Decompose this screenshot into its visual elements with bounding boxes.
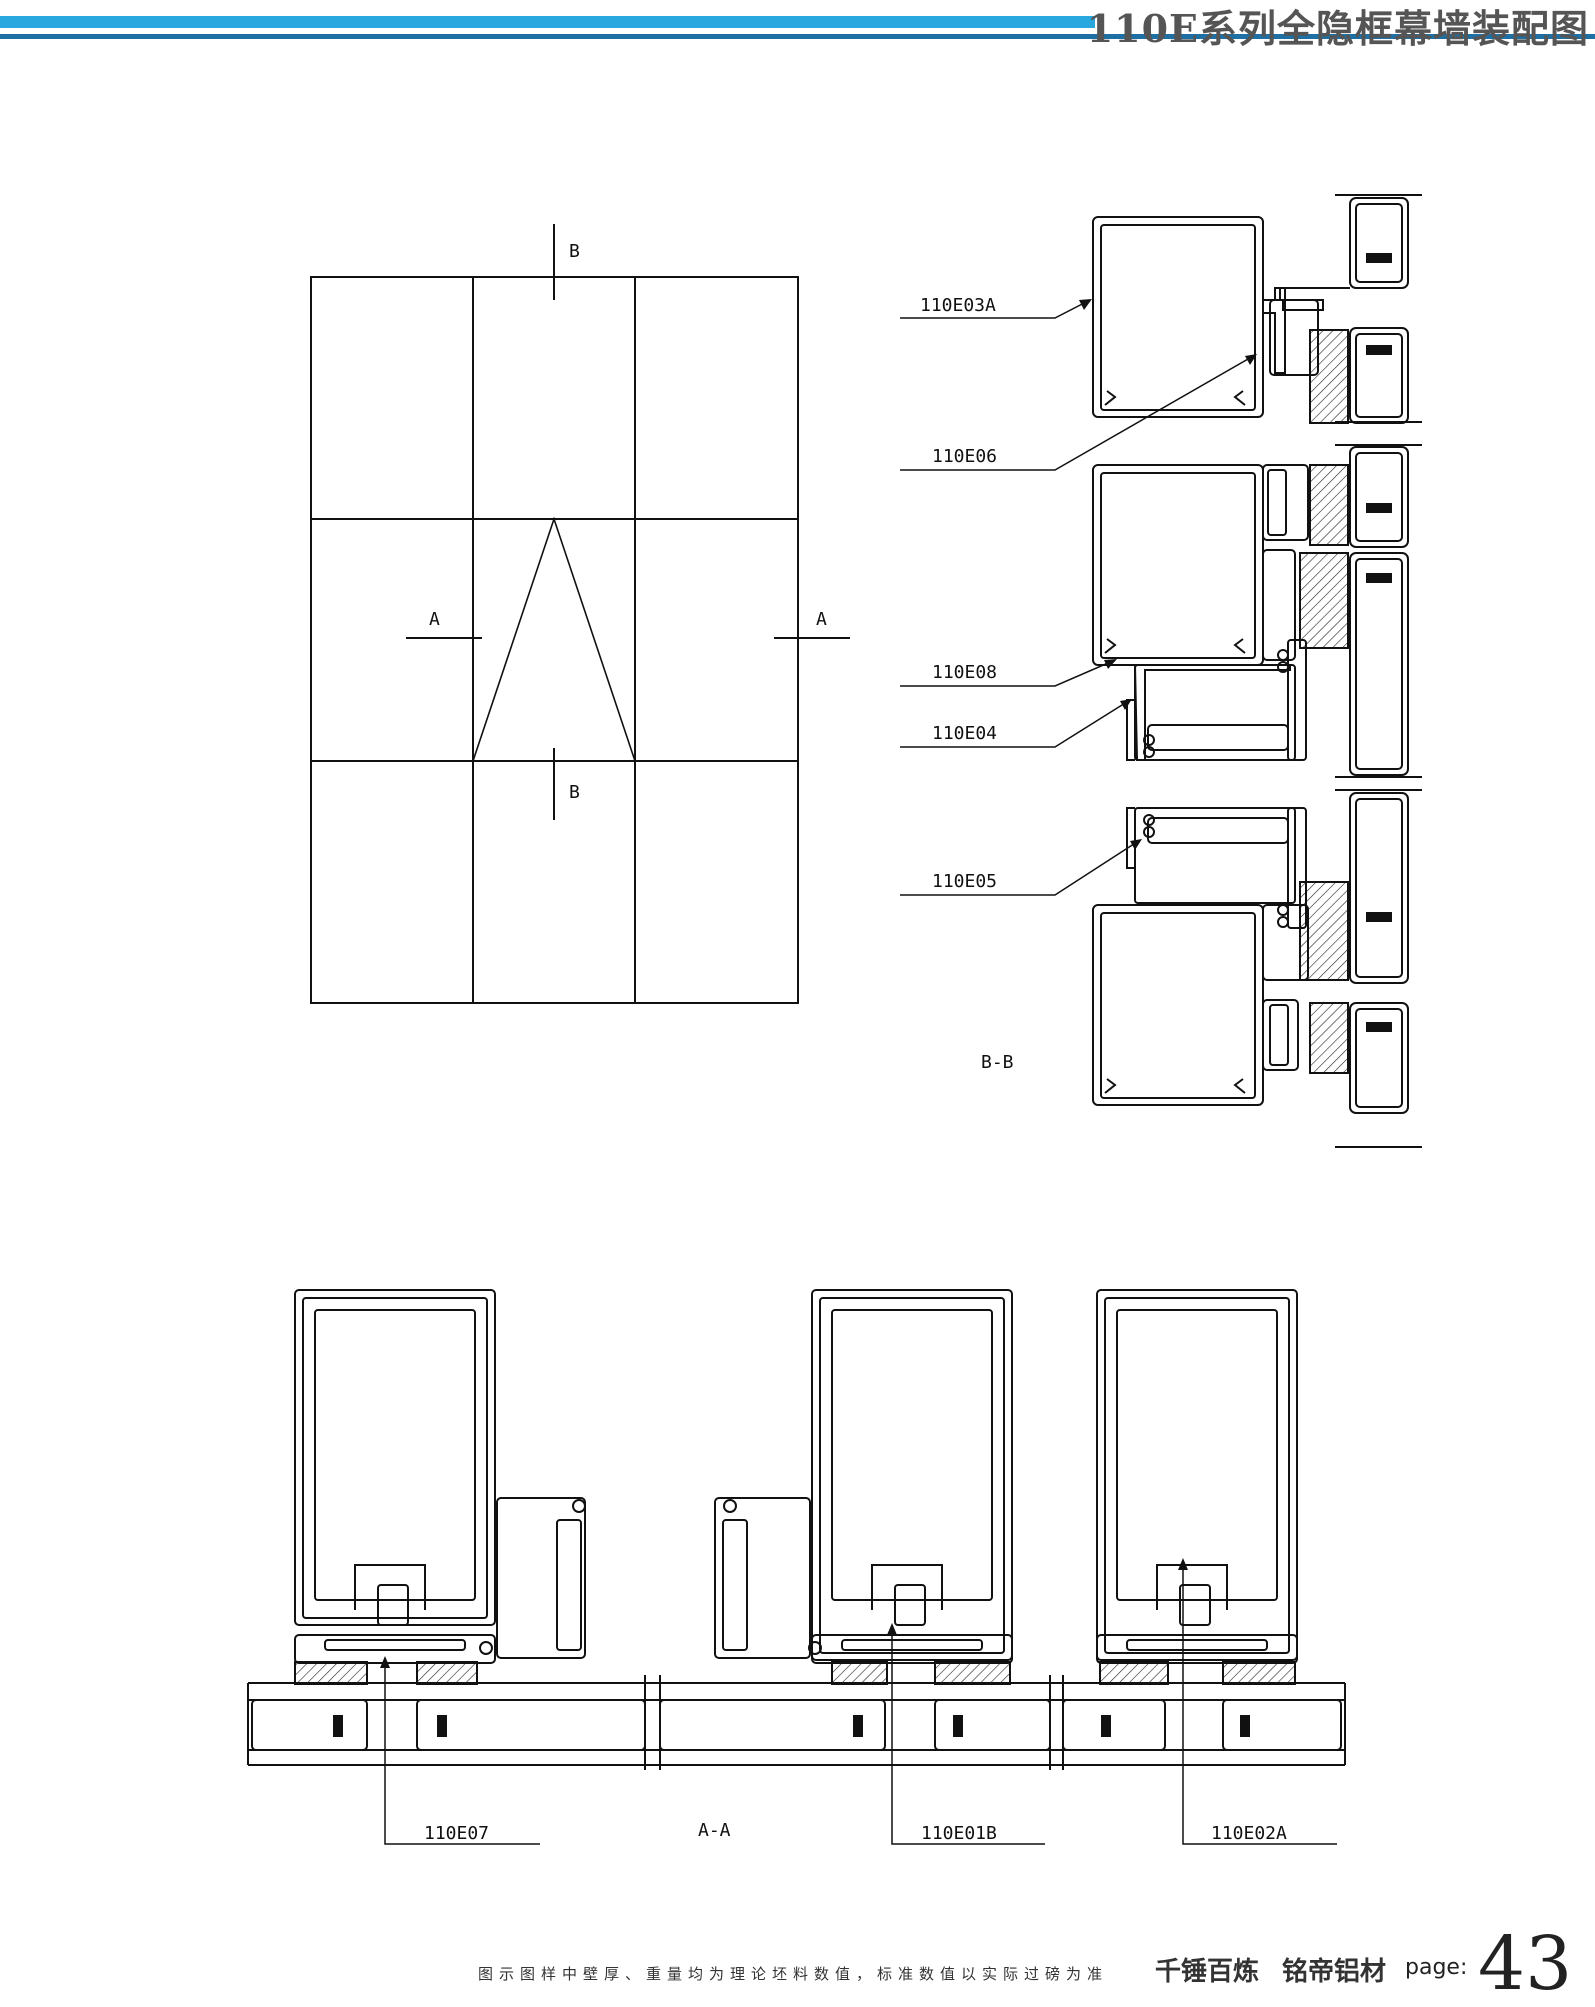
footer-brand: 铭帝铝材 bbox=[1282, 1957, 1387, 1987]
silicone-block-5 bbox=[1309, 1002, 1349, 1074]
callout-110E02A: 110E02A bbox=[1211, 1823, 1287, 1844]
mullion-110E07 bbox=[294, 1289, 586, 1664]
aa-block-5 bbox=[1099, 1661, 1169, 1685]
callout-110E01B: 110E01B bbox=[921, 1823, 997, 1844]
glass-panel-top bbox=[1335, 194, 1422, 424]
section-mark-a-left: A bbox=[429, 609, 440, 630]
section-mark-b-bottom: B bbox=[569, 782, 580, 803]
mullion-110E01B bbox=[714, 1289, 1013, 1664]
aa-block-4 bbox=[934, 1661, 1011, 1685]
callout-110E04: 110E04 bbox=[932, 723, 997, 744]
section-aa-label: A-A bbox=[698, 1820, 731, 1841]
callout-110E03A: 110E03A bbox=[920, 295, 996, 316]
vent-opening-symbol bbox=[472, 516, 636, 762]
section-bb bbox=[900, 194, 1422, 1148]
aa-block-6 bbox=[1222, 1661, 1296, 1685]
footer-disclaimer: 图示图样中壁厚、重量均为理论坯料数值，标准数值以实际过磅为准 bbox=[478, 1965, 1109, 1983]
callout-110E07: 110E07 bbox=[424, 1823, 489, 1844]
page-title: 110E系列全隐框幕墙装配图 bbox=[1086, 6, 1589, 51]
aa-block-2 bbox=[416, 1661, 478, 1685]
leaders-aa bbox=[384, 1565, 1337, 1845]
transom-110E03A bbox=[1092, 216, 1350, 418]
section-aa bbox=[247, 1289, 1346, 1845]
callout-110E06: 110E06 bbox=[932, 446, 997, 467]
footer-slogan: 千锤百炼 bbox=[1155, 1957, 1260, 1987]
silicone-block-2 bbox=[1309, 464, 1349, 546]
vent-frame-110E05 bbox=[1126, 807, 1307, 929]
transom-bottom bbox=[1092, 904, 1309, 1106]
spacer-marks-aa bbox=[333, 1715, 1250, 1737]
header-accent-bar bbox=[0, 16, 1095, 28]
aa-block-3 bbox=[831, 1661, 888, 1685]
elevation-frame bbox=[310, 276, 799, 1004]
spacer-marks bbox=[1366, 253, 1392, 1032]
leaders-bb bbox=[900, 299, 1256, 896]
page-number: 43 bbox=[1478, 1921, 1573, 2007]
mullion-110E02A bbox=[1096, 1289, 1298, 1664]
callout-110E08: 110E08 bbox=[932, 662, 997, 683]
header-rule bbox=[0, 34, 1595, 39]
page-label: page: bbox=[1405, 1955, 1468, 1980]
glass-panel-middle bbox=[1335, 444, 1422, 778]
callout-110E05: 110E05 bbox=[932, 871, 997, 892]
silicone-block-1 bbox=[1309, 329, 1349, 424]
leader-arrows-bb bbox=[1079, 299, 1257, 850]
section-mark-a-right: A bbox=[816, 609, 827, 630]
vent-frame-110E04 bbox=[1126, 639, 1307, 761]
section-bb-label: B-B bbox=[981, 1052, 1014, 1073]
page-footer: 图示图样中壁厚、重量均为理论坯料数值，标准数值以实际过磅为准 千锤百炼 铭帝铝材… bbox=[0, 1927, 1595, 2001]
silicone-block-3 bbox=[1299, 552, 1349, 649]
leader-arrows-aa bbox=[380, 1558, 1188, 1668]
glass-strip bbox=[247, 1675, 1346, 1770]
glass-panel-bottom bbox=[1335, 789, 1422, 1148]
elevation-view bbox=[310, 224, 850, 1004]
section-mark-b-top: B bbox=[569, 241, 580, 262]
transom-110E06 bbox=[1092, 464, 1309, 673]
aa-block-1 bbox=[294, 1661, 368, 1685]
